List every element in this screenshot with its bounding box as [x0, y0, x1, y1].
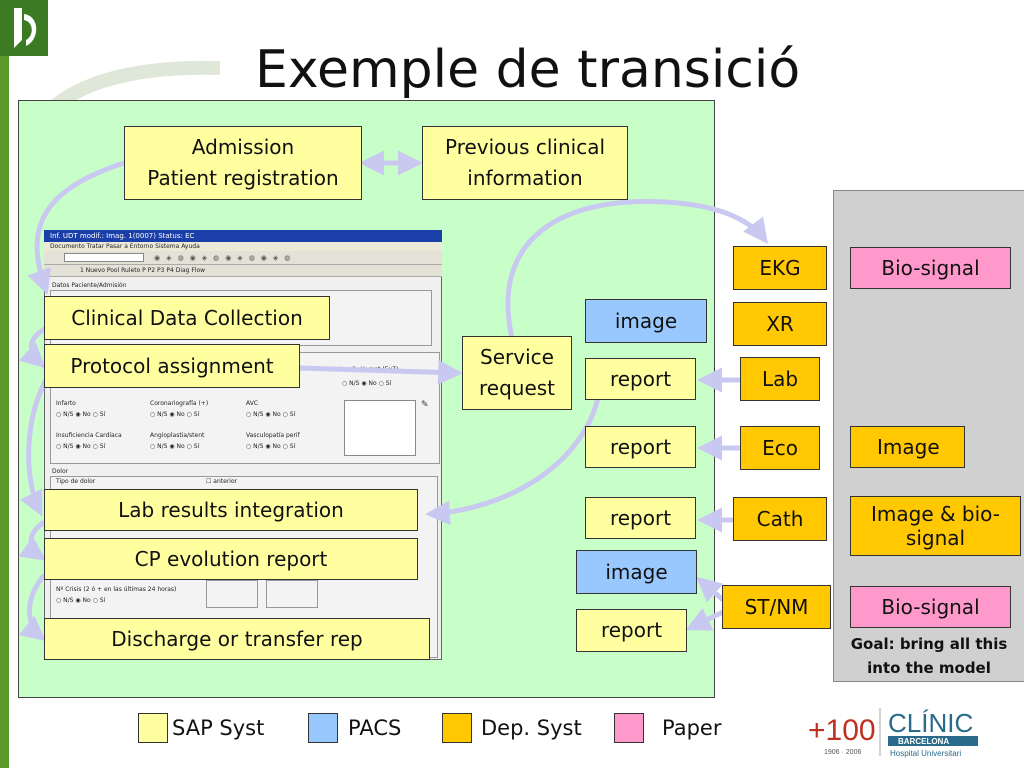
radio-no[interactable]: No [82, 411, 91, 418]
radio-ns[interactable]: N/S [157, 411, 168, 418]
sap-radio-group: ○ N/S ◉ No ○ Sí [56, 443, 106, 450]
cath-image-biosignal-box: Image & bio- signal [850, 496, 1021, 556]
sap-small-frame [266, 580, 318, 608]
svg-text:Hospital Universitari: Hospital Universitari [890, 749, 961, 758]
radio-no[interactable]: No [272, 443, 281, 450]
svg-text:CLÍNIC: CLÍNIC [888, 708, 973, 738]
sap-window-title-bar: Inf. UDT modif.: Imag. 1(0007) Status: E… [44, 230, 442, 242]
sap-radio-group: ○ N/S ◉ No ○ Sí [342, 380, 392, 387]
previous-clinical-info-box: Previous clinical information [422, 126, 628, 200]
sap-label-infarto: Infarto [56, 400, 76, 407]
radio-si[interactable]: Sí [289, 443, 296, 450]
sap-radio-group: ○ N/S ◉ No ○ Sí [56, 597, 106, 604]
radio-no[interactable]: No [176, 443, 185, 450]
radio-si[interactable]: Sí [385, 380, 392, 387]
stnm-paper-biosignal-box: Bio-signal [850, 586, 1011, 628]
legend-swatch-pacs [308, 713, 338, 743]
radio-ns[interactable]: N/S [349, 380, 360, 387]
radio-si[interactable]: Sí [99, 411, 106, 418]
radio-si[interactable]: Sí [193, 411, 200, 418]
radio-ns[interactable]: N/S [253, 443, 264, 450]
goal-note: Goal: bring all this into the model [850, 635, 1008, 677]
sap-window-toolbar: ◉◈◍◉◈◍◉◈◍◉◈◍ [44, 251, 442, 265]
protocol-assignment-box: Protocol assignment [44, 344, 300, 388]
sap-label-tipo-dolor: Tipo de dolor [56, 478, 96, 485]
radio-ns[interactable]: N/S [63, 411, 74, 418]
sap-label-insult: Insult. Hemat (Ex7) [340, 366, 399, 373]
legend-swatch-paper [614, 713, 644, 743]
sap-label-crisis: Nº Crisis (2 ó + en las últimas 24 horas… [56, 586, 177, 593]
legend-label-pacs: PACS [348, 716, 402, 740]
logo-emblem-icon [14, 8, 37, 48]
clinic-barcelona-logo: +100 1906 · 2006 CLÍNIC BARCELONA Hospit… [808, 708, 978, 758]
sap-radio-group: ○ N/S ◉ No ○ Sí [246, 411, 296, 418]
legend-swatch-sap [138, 713, 168, 743]
sap-section-patient: Datos Paciente/Admisión [52, 282, 127, 289]
sap-toolbar-icons: ◉◈◍◉◈◍◉◈◍◉◈◍ [154, 254, 297, 262]
sap-checkbox-anterior[interactable]: ☐ anterior [206, 478, 238, 485]
radio-no[interactable]: No [176, 411, 185, 418]
legend-label-paper: Paper [662, 716, 722, 740]
sap-label-anterior: anterior [213, 478, 238, 485]
legend-swatch-dept [442, 713, 472, 743]
radio-ns[interactable]: N/S [63, 597, 74, 604]
sap-label-coronariografia: Coronariografía (+) [150, 400, 209, 407]
radio-no[interactable]: No [272, 411, 281, 418]
sap-command-field [64, 253, 144, 262]
xr-system-box: XR [733, 302, 827, 346]
radio-ns[interactable]: N/S [63, 443, 74, 450]
sap-label-angioplastia: Angioplastia/stent [150, 432, 205, 439]
radio-si[interactable]: Sí [193, 443, 200, 450]
sap-label-avc: AVC [246, 400, 259, 407]
sap-radio-group: ○ N/S ◉ No ○ Sí [56, 411, 106, 418]
radio-no[interactable]: No [82, 597, 91, 604]
lab-system-box: Lab [740, 357, 820, 401]
sap-small-frame [206, 580, 258, 608]
cath-report-box: report [585, 497, 696, 539]
svg-text:1906 · 2006: 1906 · 2006 [824, 749, 861, 756]
stnm-report-box: report [576, 609, 687, 652]
radio-si[interactable]: Sí [99, 597, 106, 604]
cath-system-box: Cath [733, 497, 827, 541]
eco-image-box: Image [850, 426, 965, 468]
discharge-transfer-report-box: Discharge or transfer rep [44, 618, 430, 660]
stnm-system-box: ST/NM [722, 585, 831, 629]
edit-pencil-icon[interactable]: ✎ [421, 400, 429, 410]
radio-si[interactable]: Sí [289, 411, 296, 418]
sap-radio-group: ○ N/S ◉ No ○ Sí [150, 411, 200, 418]
eco-system-box: Eco [740, 426, 820, 470]
sap-label-insuficiencia: Insuficiencia Cardíaca [56, 432, 122, 439]
legend-label-dept: Dep. Syst [481, 716, 582, 740]
sap-notes-textarea[interactable] [344, 400, 416, 456]
hospital-logo-mark [0, 0, 48, 56]
radio-no[interactable]: No [82, 443, 91, 450]
ekg-paper-biosignal-box: Bio-signal [850, 247, 1011, 289]
cp-evolution-report-box: CP evolution report [44, 538, 418, 580]
ekg-system-box: EKG [733, 246, 827, 290]
left-green-strip [0, 56, 9, 768]
svg-text:BARCELONA: BARCELONA [898, 737, 949, 746]
lab-report-box: report [585, 358, 696, 400]
legend-label-sap: SAP Syst [172, 716, 265, 740]
pacs-image-box: image [585, 299, 707, 343]
clinical-data-collection-box: Clinical Data Collection [44, 296, 330, 340]
pacs-image-box-2: image [576, 550, 697, 594]
radio-ns[interactable]: N/S [253, 411, 264, 418]
sap-label-dolor: Dolor [52, 468, 69, 475]
sap-radio-group: ○ N/S ◉ No ○ Sí [150, 443, 200, 450]
sap-application-toolbar: 1 Nuevo Pool Ruleto P P2 P3 P4 Diag Flow [44, 265, 442, 277]
sap-radio-group: ○ N/S ◉ No ○ Sí [246, 443, 296, 450]
service-request-box: Service request [462, 336, 572, 410]
radio-no[interactable]: No [368, 380, 377, 387]
sap-window-menu-bar: Documento Tratar Pasar a Entorno Sistema… [44, 242, 442, 251]
radio-si[interactable]: Sí [99, 443, 106, 450]
lab-results-integration-box: Lab results integration [44, 489, 418, 531]
sap-label-vasculopatia: Vasculopatía perif [246, 432, 300, 439]
admission-registration-box: Admission Patient registration [124, 126, 362, 200]
radio-ns[interactable]: N/S [157, 443, 168, 450]
slide-title: Exemple de transició [255, 40, 801, 100]
eco-report-box: report [585, 426, 696, 468]
svg-text:+100: +100 [808, 714, 876, 747]
